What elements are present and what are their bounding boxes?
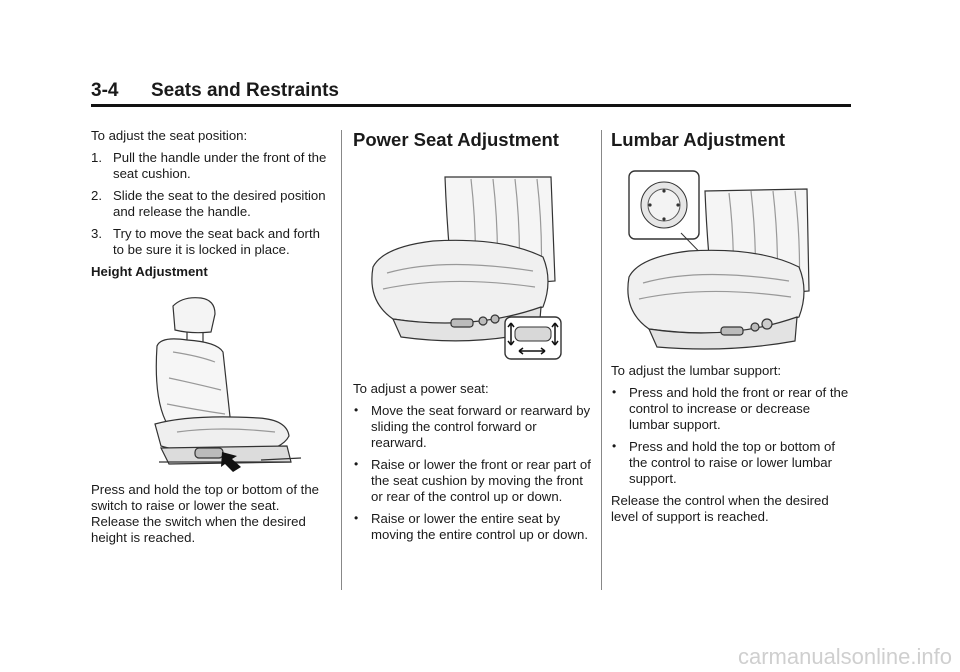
bullet-glyph: •	[612, 439, 617, 453]
power-seat-bullets: • Move the seat forward or rearward by sl…	[353, 403, 593, 543]
lumbar-heading: Lumbar Adjustment	[611, 129, 786, 150]
page-header: 3-4 Seats and Restraints	[91, 80, 851, 106]
header-rule	[91, 104, 851, 107]
bullet-item: • Move the seat forward or rearward by sl…	[353, 403, 593, 451]
step-text: Try to move the seat back and forth to b…	[113, 226, 320, 257]
section-number: 3-4	[91, 80, 119, 101]
column-divider-1	[341, 130, 342, 590]
column-3: Lumbar Adjustment To adjust the lumbar s	[611, 129, 851, 531]
step-number: 3.	[91, 226, 102, 241]
seat-position-steps: 1. Pull the handle under the front of the…	[91, 150, 331, 258]
step-item: 1. Pull the handle under the front of the…	[91, 150, 331, 182]
bullet-glyph: •	[354, 403, 359, 417]
step-number: 1.	[91, 150, 102, 165]
lumbar-intro: To adjust the lumbar support:	[611, 363, 782, 378]
step-text: Slide the seat to the desired position a…	[113, 188, 326, 219]
bullet-item: • Press and hold the front or rear of the…	[611, 385, 851, 433]
bullet-text: Move the seat forward or rearward by sli…	[371, 403, 591, 450]
bullet-glyph: •	[354, 457, 359, 471]
lumbar-illustration	[627, 170, 810, 350]
bullet-glyph: •	[612, 385, 617, 399]
bullet-text: Raise or lower the entire seat by moving…	[371, 511, 588, 542]
seat-position-intro: To adjust the seat position:	[91, 128, 248, 143]
bullet-item: • Raise or lower the front or rear part o…	[353, 457, 593, 505]
column-2: Power Seat Adjustment To adjust a powe	[353, 129, 593, 549]
bullet-item: • Raise or lower the entire seat by movin…	[353, 511, 593, 543]
step-item: 3. Try to move the seat back and forth to…	[91, 226, 331, 258]
power-seat-heading: Power Seat Adjustment	[353, 129, 559, 150]
bullet-text: Press and hold the top or bottom of the …	[629, 439, 835, 486]
bullet-text: Press and hold the front or rear of the …	[629, 385, 849, 432]
lumbar-closing: Release the control when the desired lev…	[611, 493, 829, 524]
step-item: 2. Slide the seat to the desired position…	[91, 188, 331, 220]
column-1: To adjust the seat position: 1. Pull the …	[91, 128, 331, 552]
step-number: 2.	[91, 188, 102, 203]
lumbar-bullets: • Press and hold the front or rear of the…	[611, 385, 851, 487]
column-divider-2	[601, 130, 602, 590]
bullet-text: Raise or lower the front or rear part of…	[371, 457, 591, 504]
step-text: Pull the handle under the front of the s…	[113, 150, 327, 181]
watermark: carmanualsonline.info	[737, 644, 952, 669]
section-title: Seats and Restraints	[151, 80, 339, 101]
bullet-item: • Press and hold the top or bottom of the…	[611, 439, 851, 487]
bullet-glyph: •	[354, 511, 359, 525]
height-adjustment-text: Press and hold the top or bottom of the …	[91, 482, 319, 545]
power-seat-intro: To adjust a power seat:	[353, 381, 489, 396]
power-seat-illustration	[371, 176, 562, 360]
seat-height-illustration	[154, 297, 302, 472]
height-adjustment-heading: Height Adjustment	[91, 264, 208, 279]
